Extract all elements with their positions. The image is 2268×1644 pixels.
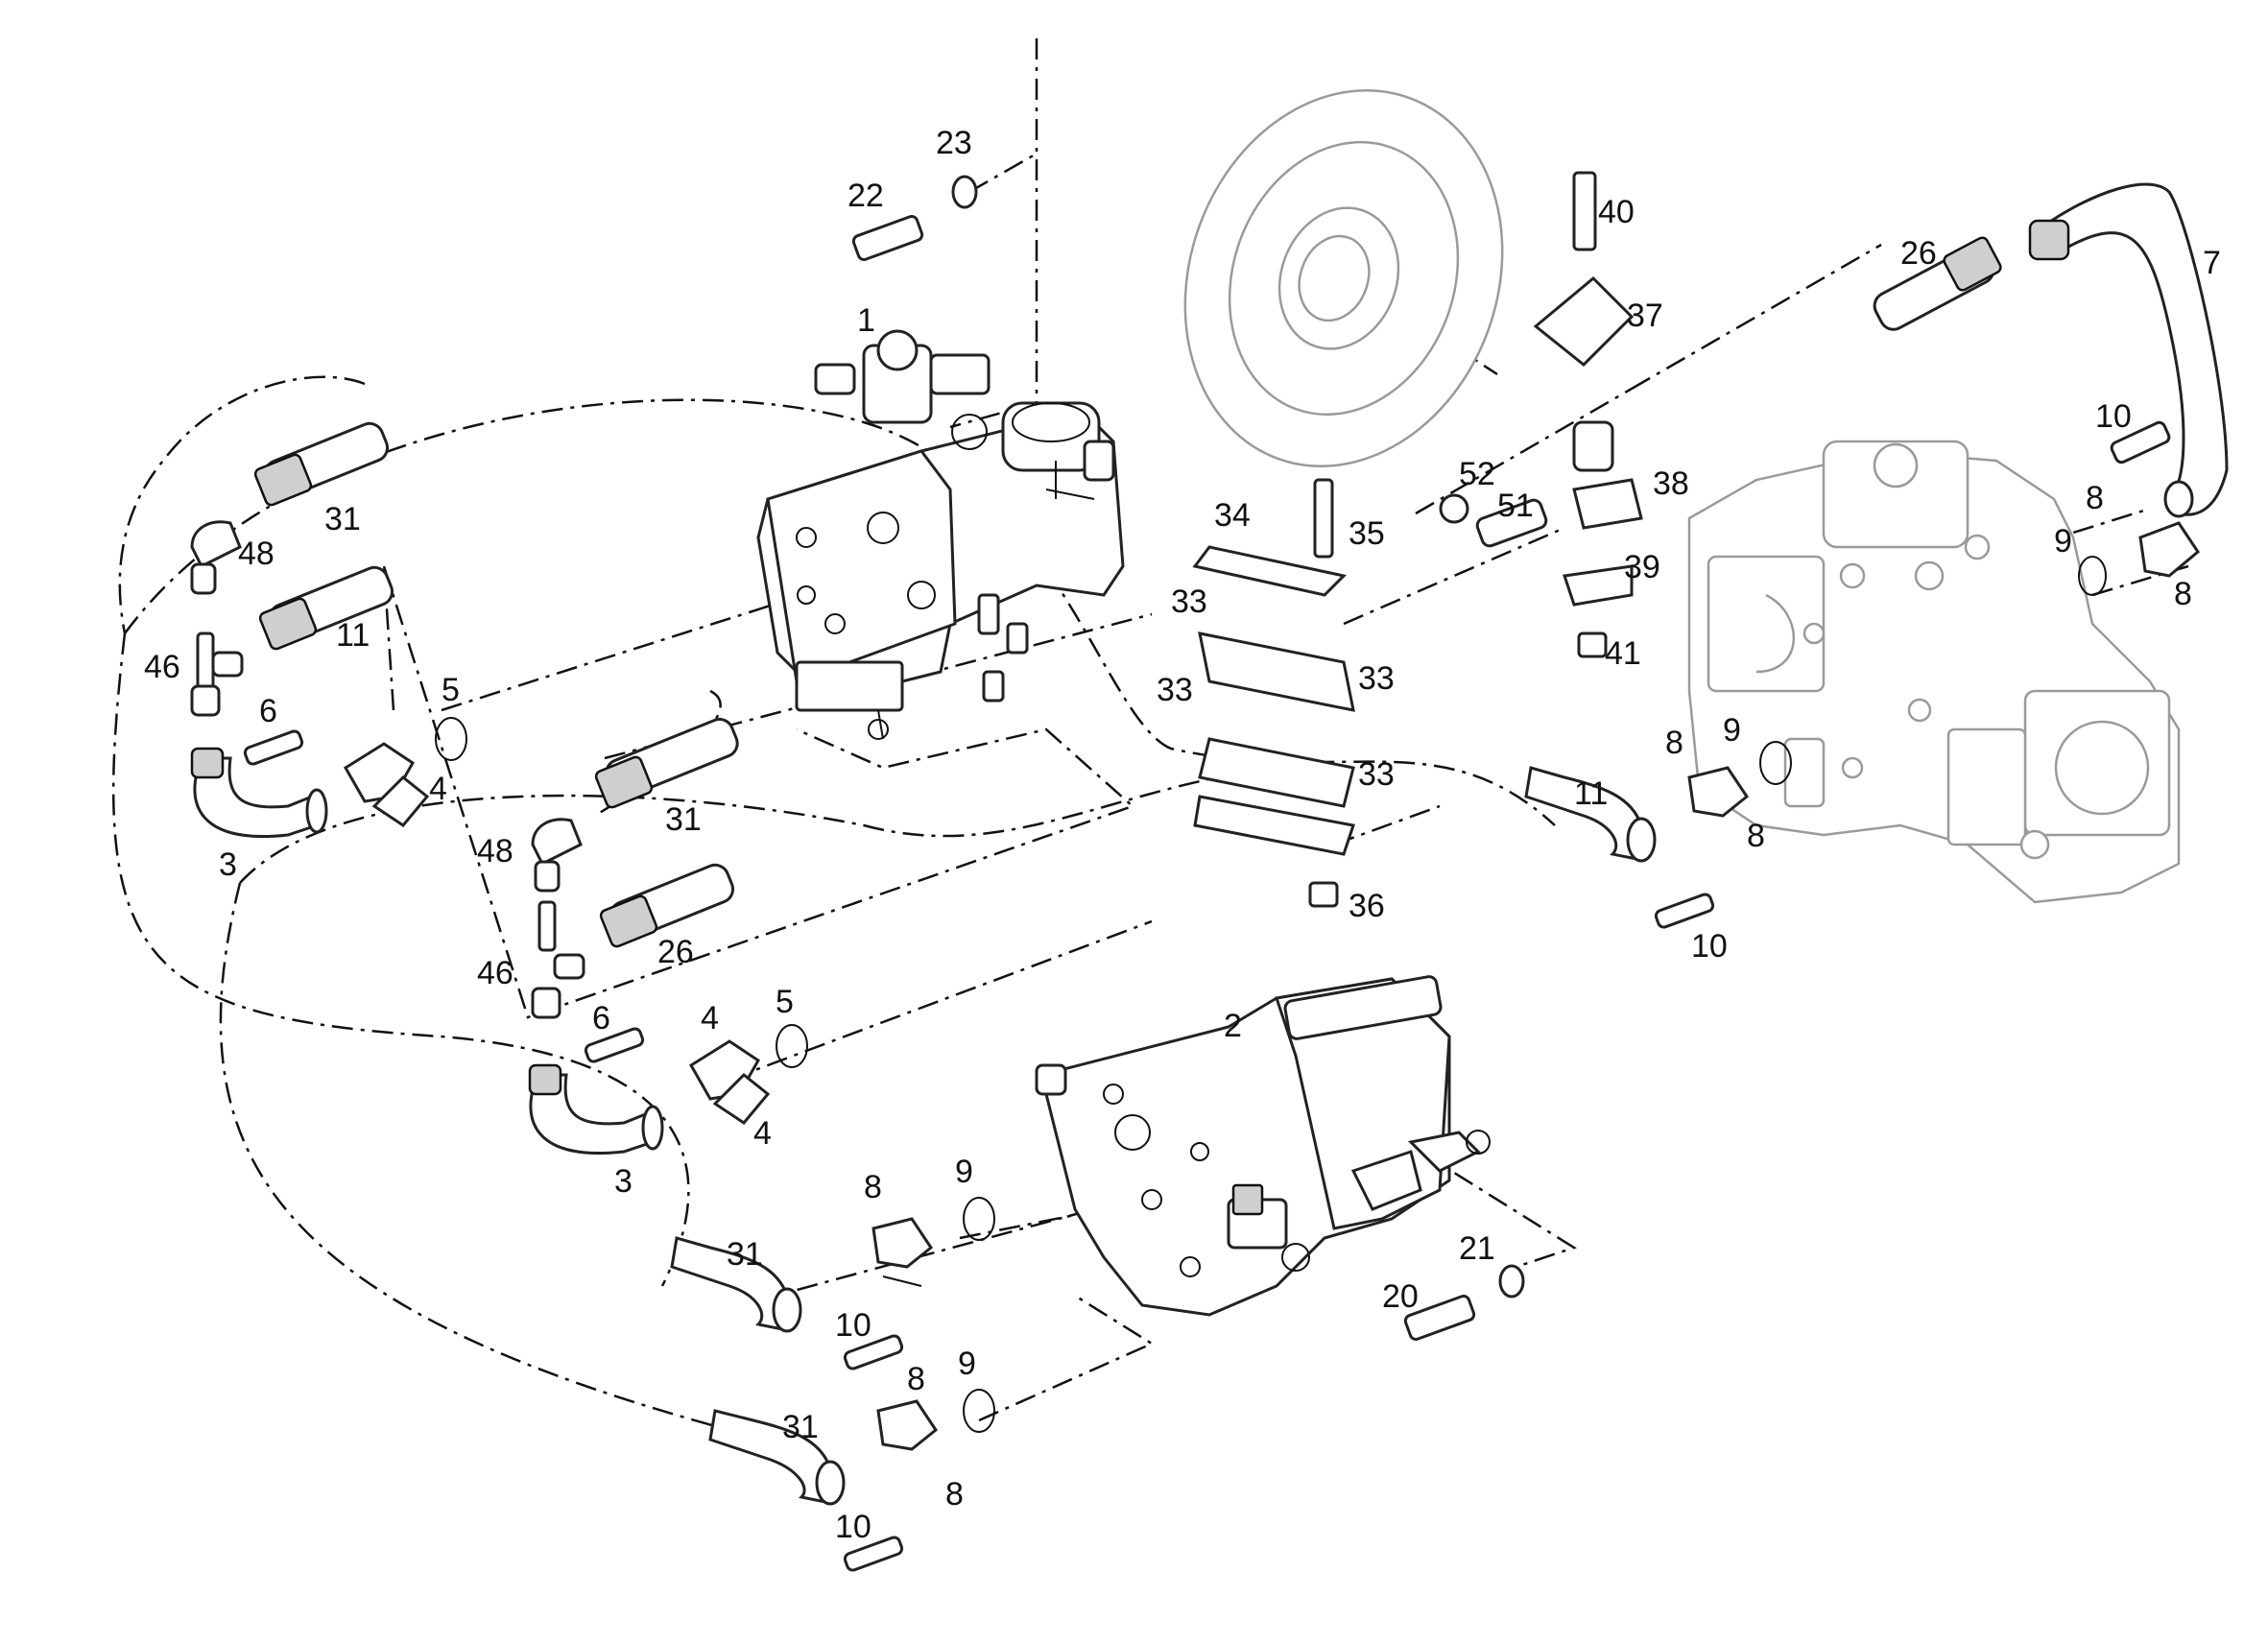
callout-20: 20 [1382, 1278, 1419, 1315]
callout-36: 36 [1349, 888, 1385, 924]
callout-31c: 31 [727, 1236, 763, 1273]
callout-6a: 6 [259, 693, 277, 729]
callout-9b: 9 [1723, 712, 1741, 749]
callout-10b: 10 [1691, 928, 1728, 965]
callout-8c: 8 [1665, 725, 1683, 761]
callout-4c: 4 [753, 1115, 772, 1152]
callout-5b: 5 [776, 984, 794, 1020]
callout-46a: 46 [144, 649, 180, 685]
hose-assembly-upper [190, 421, 467, 838]
callout-51: 51 [1497, 488, 1534, 524]
callout-23: 23 [936, 125, 972, 161]
callout-33a: 33 [1171, 584, 1207, 620]
callout-33b: 33 [1358, 660, 1395, 697]
callout-4a: 4 [429, 771, 447, 807]
callout-8f: 8 [907, 1361, 925, 1397]
callout-48a: 48 [238, 536, 275, 572]
hydraulic-motor-2 [1035, 975, 1491, 1317]
callout-6b: 6 [592, 1000, 610, 1036]
callout-3a: 3 [219, 846, 237, 883]
callout-2: 2 [1224, 1008, 1242, 1044]
callout-35: 35 [1349, 515, 1385, 552]
hose-31-bottom-b [708, 1389, 995, 1572]
callout-21: 21 [1459, 1230, 1495, 1267]
callout-8d: 8 [1747, 818, 1765, 854]
callout-10d: 10 [835, 1509, 871, 1545]
hose-assembly-lower [528, 717, 808, 1155]
callout-labels: 1 2 23 22 40 37 26 7 10 8 9 8 52 51 38 3… [144, 125, 2221, 1545]
callout-10a: 10 [2095, 398, 2132, 435]
callout-31b: 31 [665, 801, 702, 838]
callout-31a: 31 [324, 501, 361, 537]
callout-8g: 8 [945, 1476, 964, 1513]
callout-33c: 33 [1157, 672, 1193, 708]
transmission-assembly [1687, 440, 2181, 904]
callout-31d: 31 [782, 1409, 819, 1445]
callout-37: 37 [1627, 298, 1663, 334]
callout-41: 41 [1605, 635, 1641, 672]
callout-34: 34 [1214, 497, 1251, 534]
callout-11a: 11 [336, 617, 370, 654]
callout-10c: 10 [835, 1307, 871, 1344]
callout-26a: 26 [1900, 235, 1937, 272]
callout-33d: 33 [1358, 756, 1395, 793]
hydraulic-pump-1 [756, 329, 1125, 740]
callout-7: 7 [2203, 245, 2221, 281]
callout-38: 38 [1653, 465, 1689, 502]
callout-48b: 48 [477, 833, 513, 870]
callout-8e: 8 [864, 1169, 882, 1205]
callout-9c: 9 [955, 1154, 973, 1190]
flywheel-housing [1183, 89, 1504, 467]
hose-31-bottom-a [670, 1197, 995, 1370]
callout-1: 1 [857, 302, 875, 339]
callout-46b: 46 [477, 955, 513, 991]
callout-8b: 8 [2174, 576, 2192, 612]
callout-8a: 8 [2086, 480, 2104, 516]
callout-22: 22 [848, 178, 884, 214]
callout-40: 40 [1598, 194, 1635, 230]
callout-26b: 26 [657, 934, 694, 970]
fasteners [851, 175, 2200, 1341]
callout-9a: 9 [2054, 523, 2072, 560]
callout-39: 39 [1624, 549, 1660, 585]
callout-11b: 11 [1574, 775, 1608, 812]
callout-9d: 9 [958, 1346, 976, 1382]
tube-7 [1873, 182, 2229, 518]
callout-3b: 3 [614, 1163, 633, 1200]
callout-5a: 5 [442, 672, 460, 708]
callout-52: 52 [1459, 456, 1495, 492]
hose-11-right [1524, 741, 1792, 929]
callout-4b: 4 [701, 1000, 719, 1036]
bracket-clamp-stack [1192, 171, 1643, 908]
